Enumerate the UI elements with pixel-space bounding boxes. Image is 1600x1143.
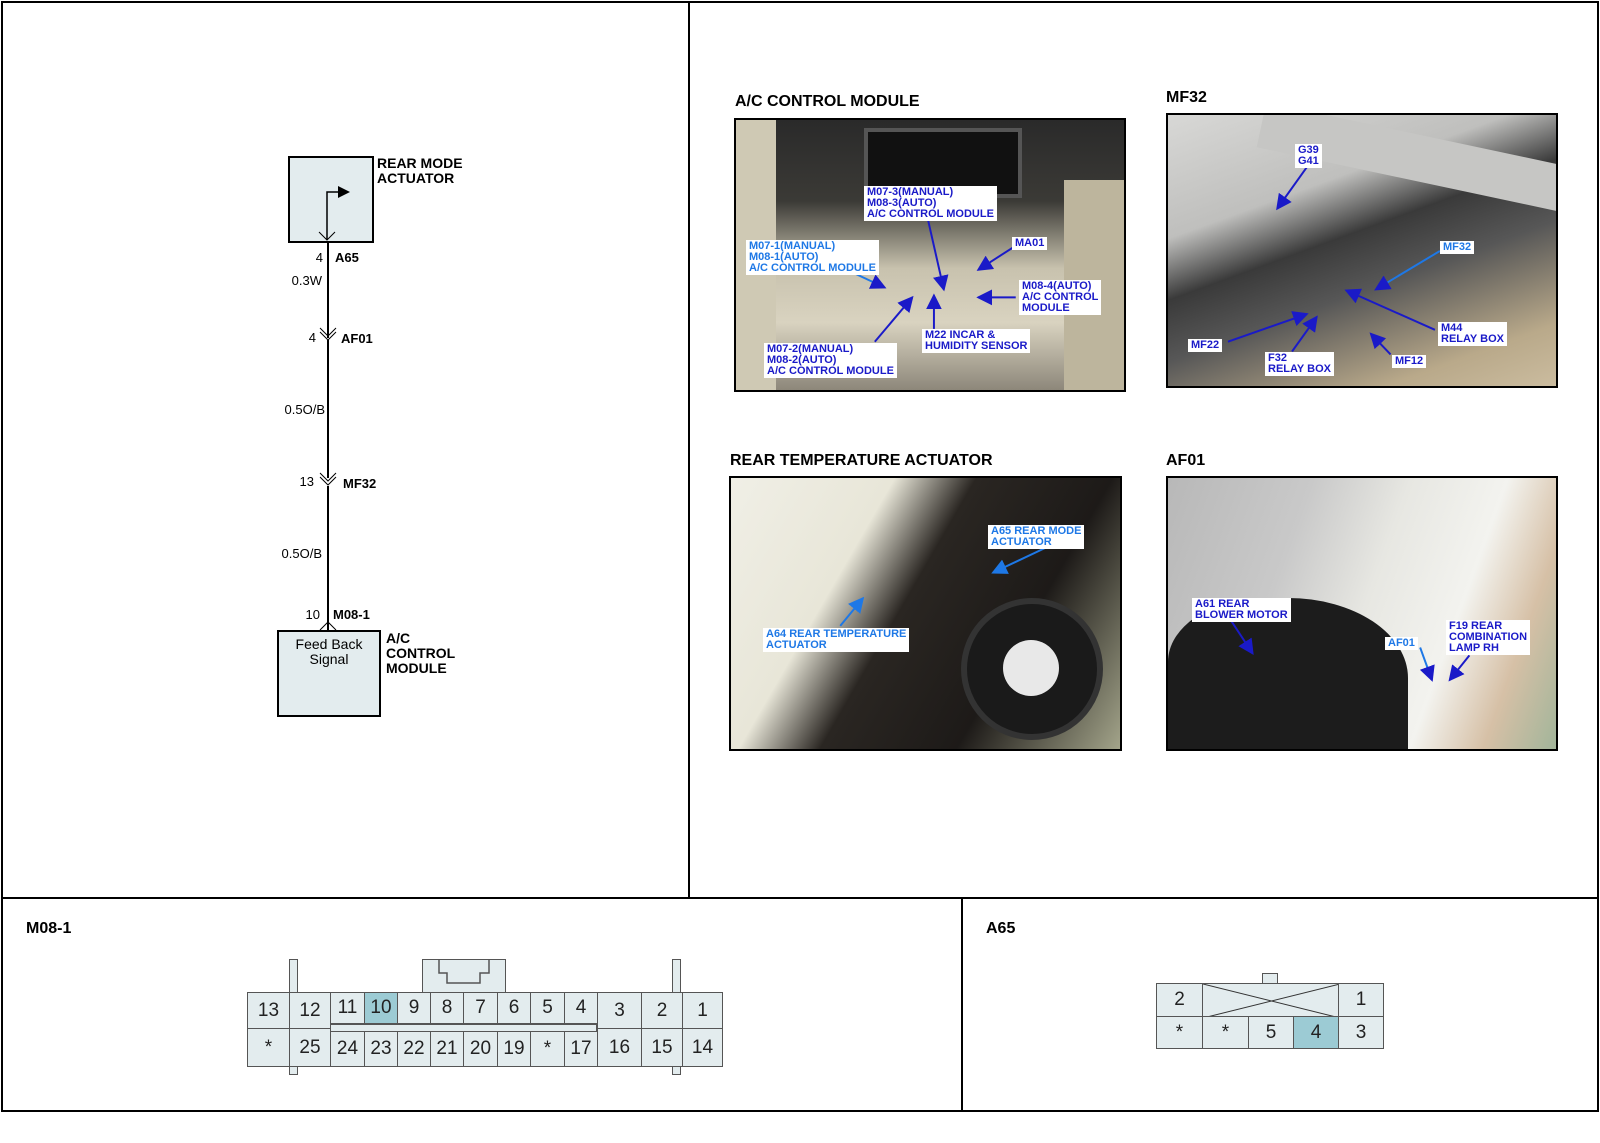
- connector-pin: 24: [330, 1031, 365, 1067]
- feedback-signal-label: Feed Back Signal: [295, 636, 363, 667]
- wire-spec-2: 0.5O/B: [284, 402, 325, 417]
- photo-ac-control-module: M07-3(MANUAL) M08-3(AUTO) A/C CONTROL MO…: [734, 118, 1126, 392]
- connector-pin: 2: [641, 992, 683, 1029]
- connector-pin: 6: [497, 992, 531, 1024]
- rear-mode-actuator-label: REAR MODE ACTUATOR: [377, 155, 463, 186]
- callout-mf32: MF32: [1440, 241, 1475, 254]
- callout-mf22: MF22: [1188, 339, 1223, 352]
- splice-af01-connector-icon: [319, 327, 337, 341]
- page-frame: [1, 1, 1599, 1112]
- connector-pin: 16: [597, 1028, 642, 1067]
- callout-arrows-rear-temp: [839, 546, 1048, 627]
- photo-title-rear-temperature-actuator: REAR TEMPERATURE ACTUATOR: [730, 452, 993, 469]
- connector-pin: 17: [564, 1031, 598, 1067]
- connector-pin: 2: [1156, 983, 1203, 1017]
- callout-m07-1: M07-1(MANUAL) M08-1(AUTO) A/C CONTROL MO…: [746, 240, 879, 275]
- mf32-connector-name: MF32: [343, 476, 377, 491]
- connector-pin: 10: [364, 992, 398, 1024]
- a65-blank-cavity: [1202, 983, 1340, 1018]
- a65-pin-number: 4: [315, 250, 323, 265]
- connector-pin: 12: [289, 992, 331, 1029]
- callout-arrows-mf32: [1227, 166, 1441, 356]
- callout-af01: AF01: [1385, 637, 1418, 650]
- connector-pin: 4: [1293, 1016, 1339, 1049]
- wire-segment-1: [327, 243, 329, 338]
- callout-f32: F32 RELAY BOX: [1265, 352, 1334, 376]
- divider-vertical-top: [688, 1, 690, 899]
- callout-m44: M44 RELAY BOX: [1438, 322, 1507, 346]
- connector-pin: 1: [682, 992, 723, 1029]
- connector-pin: 13: [247, 992, 290, 1029]
- callout-a65: A65 REAR MODE ACTUATOR: [988, 525, 1085, 549]
- callout-arrows-af01: [1227, 615, 1471, 682]
- callout-g39-g41: G39 G41: [1295, 144, 1322, 168]
- connector-pin: 1: [1338, 983, 1384, 1017]
- connector-pin: 8: [430, 992, 464, 1024]
- m08-1-row-separator: [330, 1024, 597, 1032]
- photo-title-af01: AF01: [1166, 452, 1206, 469]
- callout-m07-3: M07-3(MANUAL) M08-3(AUTO) A/C CONTROL MO…: [864, 186, 997, 221]
- connector-pin: 22: [397, 1031, 431, 1067]
- m08-1-key: [422, 959, 506, 993]
- connector-pin: 7: [463, 992, 498, 1024]
- callout-f19: F19 REAR COMBINATION LAMP RH: [1446, 620, 1531, 655]
- af01-connector-name: AF01: [341, 331, 373, 346]
- divider-vertical-bottom: [961, 897, 963, 1112]
- connector-pin: 9: [397, 992, 431, 1024]
- female-terminal-icon: [319, 621, 337, 631]
- blank-cross-icon: [1203, 984, 1340, 1018]
- wire-spec-1: 0.3W: [291, 273, 322, 288]
- connector-pin: 20: [463, 1031, 498, 1067]
- callout-ma01: MA01: [1012, 237, 1048, 250]
- splice-mf32-connector-icon: [319, 472, 337, 486]
- m08-1-key-notch-icon: [438, 959, 490, 984]
- connector-pin: 23: [364, 1031, 398, 1067]
- connector-pin: *: [1156, 1016, 1203, 1049]
- a65-connector-name: A65: [335, 250, 359, 265]
- connector-pin: 25: [289, 1028, 331, 1067]
- photo-mf32: G39 G41 MF32 MF22 M44 RELAY BOX F32 RELA…: [1166, 113, 1558, 388]
- ac-control-module-label: A/C CONTROL MODULE: [386, 630, 456, 676]
- af01-pin-number: 4: [308, 330, 316, 345]
- callout-a64: A64 REAR TEMPERATURE ACTUATOR: [763, 628, 910, 652]
- blower-motor-shape: [1168, 598, 1408, 749]
- connector-pin: 19: [497, 1031, 531, 1067]
- mf32-pin-number: 13: [299, 474, 314, 489]
- wire-spec-3: 0.5O/B: [281, 546, 322, 561]
- photo-af01: A61 REAR BLOWER MOTOR F19 REAR COMBINATI…: [1166, 476, 1558, 751]
- photo-rear-temperature-actuator: A65 REAR MODE ACTUATOR A64 REAR TEMPERAT…: [729, 476, 1122, 751]
- photo-title-ac-control-module: A/C CONTROL MODULE: [735, 93, 920, 110]
- connector-pin: 4: [564, 992, 598, 1024]
- connector-pin: *: [530, 1031, 565, 1067]
- connector-pin: 14: [682, 1028, 723, 1067]
- m08-1-connector-name: M08-1: [333, 607, 370, 622]
- connector-pin: *: [247, 1028, 290, 1067]
- callout-mf12: MF12: [1392, 355, 1427, 368]
- divider-horizontal: [1, 897, 1599, 899]
- callout-m22: M22 INCAR & HUMIDITY SENSOR: [922, 329, 1031, 353]
- connector-pin: 5: [1248, 1016, 1294, 1049]
- connector-pin: *: [1202, 1016, 1249, 1049]
- callout-m08-4: M08-4(AUTO) A/C CONTROL MODULE: [1019, 280, 1102, 315]
- actuator-symbol-icon: [318, 186, 350, 241]
- connector-pin: 15: [641, 1028, 683, 1067]
- connector-title-a65: A65: [986, 920, 1016, 937]
- photo-title-mf32: MF32: [1166, 89, 1207, 106]
- ac-control-module-box: [277, 630, 381, 717]
- connector-pin: 5: [530, 992, 565, 1024]
- blower-hub-shape: [1003, 640, 1059, 696]
- wire-segment-2: [327, 340, 329, 478]
- rear-mode-actuator-box: [288, 156, 374, 243]
- callout-m07-2: M07-2(MANUAL) M08-2(AUTO) A/C CONTROL MO…: [764, 343, 897, 378]
- callout-a61: A61 REAR BLOWER MOTOR: [1192, 598, 1291, 622]
- connector-pin: 3: [1338, 1016, 1384, 1049]
- connector-pin: 21: [430, 1031, 464, 1067]
- m08-1-pin-number: 10: [305, 607, 320, 622]
- connector-title-m08-1: M08-1: [26, 920, 72, 937]
- wire-segment-3: [327, 486, 329, 630]
- connector-pin: 11: [330, 992, 365, 1024]
- connector-pin: 3: [597, 992, 642, 1029]
